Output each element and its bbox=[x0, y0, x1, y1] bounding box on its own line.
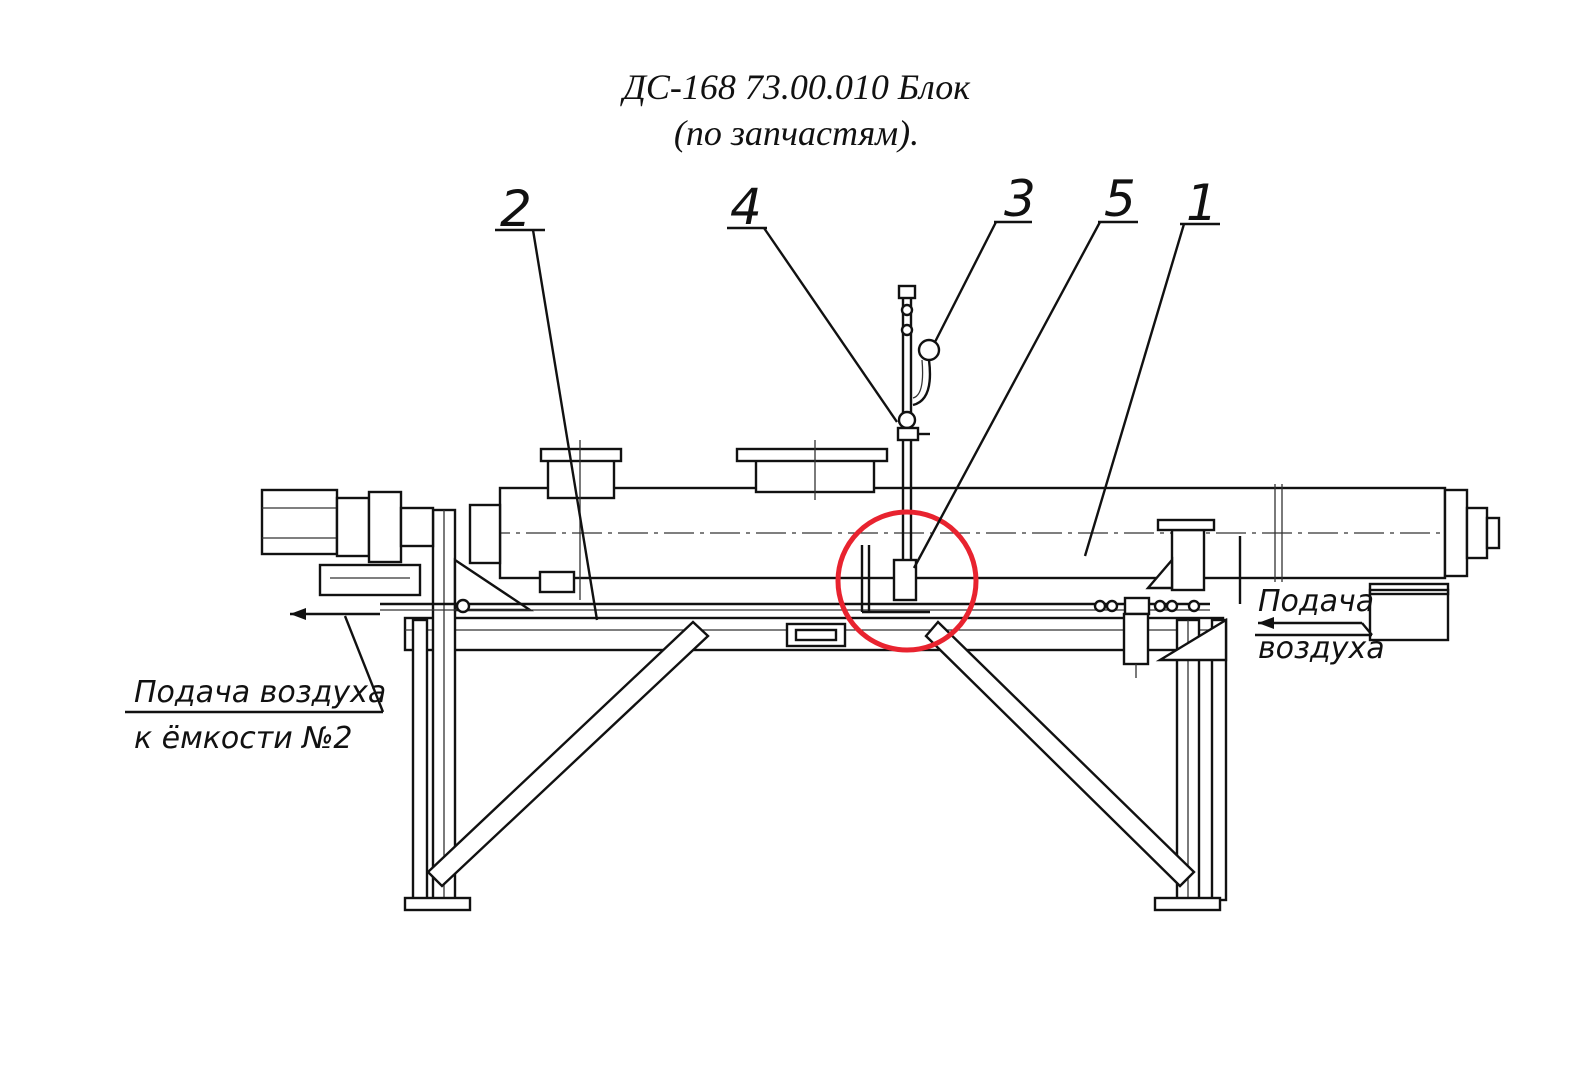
pressure-gauge-icon bbox=[917, 338, 941, 362]
left-note-line2: к ёмкости №2 bbox=[134, 721, 353, 756]
drawing-subtitle: (по запчастям). bbox=[673, 113, 920, 153]
callout-4: 4 bbox=[730, 178, 762, 236]
highlight-circle bbox=[835, 509, 979, 653]
left-note-line1: Подача воздуха bbox=[134, 675, 386, 710]
callout-2: 2 bbox=[500, 180, 532, 238]
right-note-line2: воздуха bbox=[1258, 631, 1385, 666]
drawing-title: ДС-168 73.00.010 Блок bbox=[622, 67, 971, 107]
leader-lines bbox=[495, 220, 1220, 621]
support-frame bbox=[403, 508, 1228, 912]
right-air-note: Подача воздуха bbox=[1255, 584, 1385, 666]
drive-motor bbox=[260, 488, 576, 597]
right-note-line1: Подача bbox=[1258, 584, 1374, 619]
callout-3: 3 bbox=[1004, 170, 1036, 228]
air-pipeline bbox=[380, 596, 1210, 678]
callout-5: 5 bbox=[1104, 170, 1136, 228]
pressure-riser bbox=[860, 284, 1242, 614]
callout-1: 1 bbox=[1186, 174, 1218, 232]
left-air-note: Подача воздуха к ёмкости №2 bbox=[125, 608, 386, 756]
